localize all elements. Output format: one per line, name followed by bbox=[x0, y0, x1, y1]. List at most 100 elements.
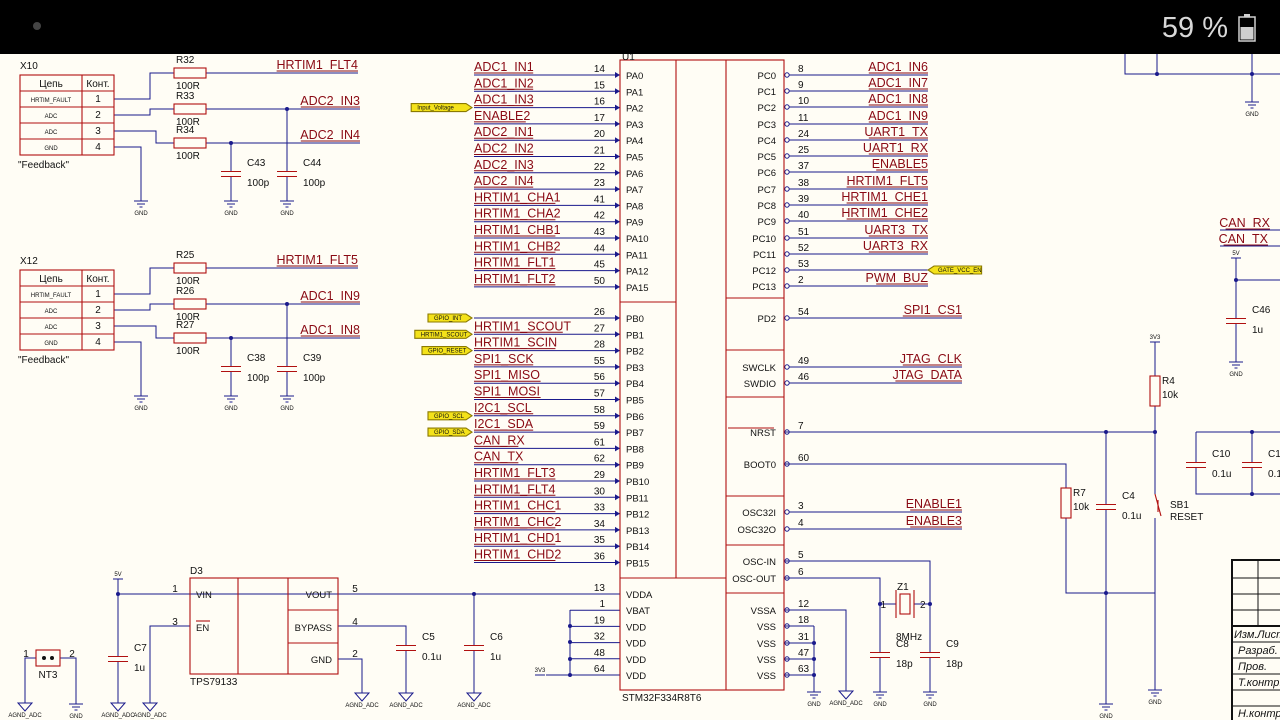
mcu-pin-name: OSC32I bbox=[742, 508, 776, 519]
mcu-pin-number: 44 bbox=[594, 243, 606, 254]
mcu-pin-name: VSS bbox=[757, 622, 776, 633]
net-label: HRTIM1_FLT4 bbox=[276, 58, 358, 72]
pin-arrow bbox=[615, 331, 620, 338]
resistor-ref: R7 bbox=[1073, 488, 1086, 499]
capacitor-value: 100p bbox=[247, 178, 270, 189]
net-label: ADC1_IN9 bbox=[300, 289, 360, 303]
connector-table bbox=[19, 269, 115, 351]
pin-bubble bbox=[784, 137, 790, 143]
mcu-pin-number: 46 bbox=[798, 372, 810, 383]
resistor bbox=[173, 298, 207, 310]
pin-arrow bbox=[615, 137, 620, 144]
capacitor-value: 100p bbox=[303, 373, 326, 384]
mcu-pin-name: PC13 bbox=[752, 282, 776, 293]
wire bbox=[1235, 258, 1280, 281]
port-flag bbox=[427, 313, 473, 323]
net-label: ADC1_IN8 bbox=[300, 323, 360, 337]
pin-arrow bbox=[615, 120, 620, 127]
ldo-pin-bypass: BYPASS bbox=[295, 623, 332, 634]
wire bbox=[338, 625, 407, 645]
mcu-pin-name: PA9 bbox=[626, 218, 643, 229]
ground-label: GND bbox=[134, 211, 148, 217]
net-label: ADC2_IN4 bbox=[474, 174, 534, 188]
resistor-value: 10k bbox=[1162, 390, 1179, 401]
net-label: JTAG_CLK bbox=[900, 352, 963, 366]
pin-arrow bbox=[615, 283, 620, 290]
net-label: HRTIM1_CHB1 bbox=[474, 223, 561, 237]
resistor-ref: R32 bbox=[176, 55, 195, 66]
wire bbox=[784, 560, 931, 604]
mcu-pin-name: PB3 bbox=[626, 363, 644, 374]
mcu-pin-name: PA10 bbox=[626, 234, 649, 245]
resistor-ref: R4 bbox=[1162, 376, 1175, 387]
mcu-pin-number: 25 bbox=[798, 145, 810, 156]
mcu-pin-number: 49 bbox=[798, 356, 810, 367]
mcu-pin-number: 8 bbox=[798, 64, 804, 75]
ldo-pin-num: 3 bbox=[172, 617, 178, 628]
net-label: SPI1_MOSI bbox=[474, 385, 540, 399]
resistor-ref: R25 bbox=[176, 250, 195, 261]
mcu-pin-number: 17 bbox=[594, 113, 606, 124]
mcu-pin-name: PB11 bbox=[626, 493, 649, 504]
connector-head-name: Цепь bbox=[39, 79, 63, 90]
mcu-pin-number: 3 bbox=[798, 501, 804, 512]
mcu-pin-number: 7 bbox=[798, 421, 804, 432]
mcu-pin-number: 14 bbox=[594, 64, 606, 75]
wire bbox=[114, 72, 174, 100]
mcu-pin-number: 21 bbox=[594, 146, 606, 157]
mcu-pin-number: 64 bbox=[594, 664, 606, 675]
net-label: ADC1_IN3 bbox=[474, 93, 534, 107]
mcu-pin-name: VSSA bbox=[751, 606, 777, 617]
net-label: I2C1_SDA bbox=[474, 417, 534, 431]
mcu-pin-name: PC8 bbox=[758, 201, 776, 212]
net-label: UART3_TX bbox=[864, 223, 928, 237]
mcu-pin-number: 9 bbox=[798, 80, 804, 91]
net-label: I2C1_SCL bbox=[474, 401, 532, 415]
capacitor-ref: C4 bbox=[1122, 491, 1135, 502]
wire bbox=[149, 625, 190, 698]
junction-dot bbox=[812, 641, 816, 645]
net-label: ADC2_IN3 bbox=[474, 158, 534, 172]
mcu-pin-number: 53 bbox=[798, 259, 810, 270]
net-label: HRTIM1_CHE2 bbox=[841, 206, 928, 220]
ldo-pin-gnd: GND bbox=[311, 655, 332, 666]
port-flag-label: GPIO_SCL bbox=[434, 414, 465, 420]
mcu-pin-number: 23 bbox=[594, 178, 606, 189]
mcu-pin-number: 19 bbox=[594, 615, 606, 626]
mcu-pin-number: 45 bbox=[594, 260, 606, 271]
mcu-pin-number: 16 bbox=[594, 97, 606, 108]
pin-arrow bbox=[615, 526, 620, 533]
mcu-pin-name: PB5 bbox=[626, 396, 644, 407]
net-label: HRTIM1_FLT1 bbox=[474, 256, 556, 270]
ground-label: GND bbox=[1099, 714, 1113, 720]
mcu-pin-name: PB6 bbox=[626, 412, 644, 423]
title-block bbox=[1231, 559, 1280, 720]
net-tie-dot bbox=[42, 656, 46, 660]
crystal-ref: Z1 bbox=[897, 582, 909, 593]
agnd-symbol bbox=[837, 690, 855, 700]
net-tie-ref: NT3 bbox=[39, 670, 58, 681]
pin-bubble bbox=[784, 72, 790, 78]
connector-cell-name: ADC bbox=[45, 114, 58, 120]
wire bbox=[24, 657, 36, 698]
port-flag bbox=[414, 329, 473, 339]
connector-cell-name: ADC bbox=[45, 130, 58, 136]
mcu-pin-name: PC9 bbox=[758, 217, 776, 228]
pin-arrow bbox=[615, 559, 620, 566]
resistor bbox=[173, 262, 207, 274]
pin-bubble bbox=[784, 380, 790, 386]
connector-head-pin: Конт. bbox=[86, 79, 109, 90]
mcu-pin-number: 48 bbox=[594, 648, 606, 659]
mcu-pin-number: 27 bbox=[594, 323, 606, 334]
ground-label: GND bbox=[280, 406, 294, 412]
net-label: HRTIM1_FLT5 bbox=[846, 174, 928, 188]
ground-label: GND bbox=[923, 702, 937, 708]
pin-arrow bbox=[615, 461, 620, 468]
agnd-symbol bbox=[397, 692, 415, 702]
mcu-pin-name: PC12 bbox=[752, 266, 776, 277]
mcu-pin-name: PA2 bbox=[626, 104, 643, 115]
agnd-label: AGND_ADC bbox=[101, 713, 135, 719]
junction-dot bbox=[568, 640, 572, 644]
port-flag-label: GPIO_RESET bbox=[428, 349, 467, 355]
pin-arrow bbox=[615, 347, 620, 354]
